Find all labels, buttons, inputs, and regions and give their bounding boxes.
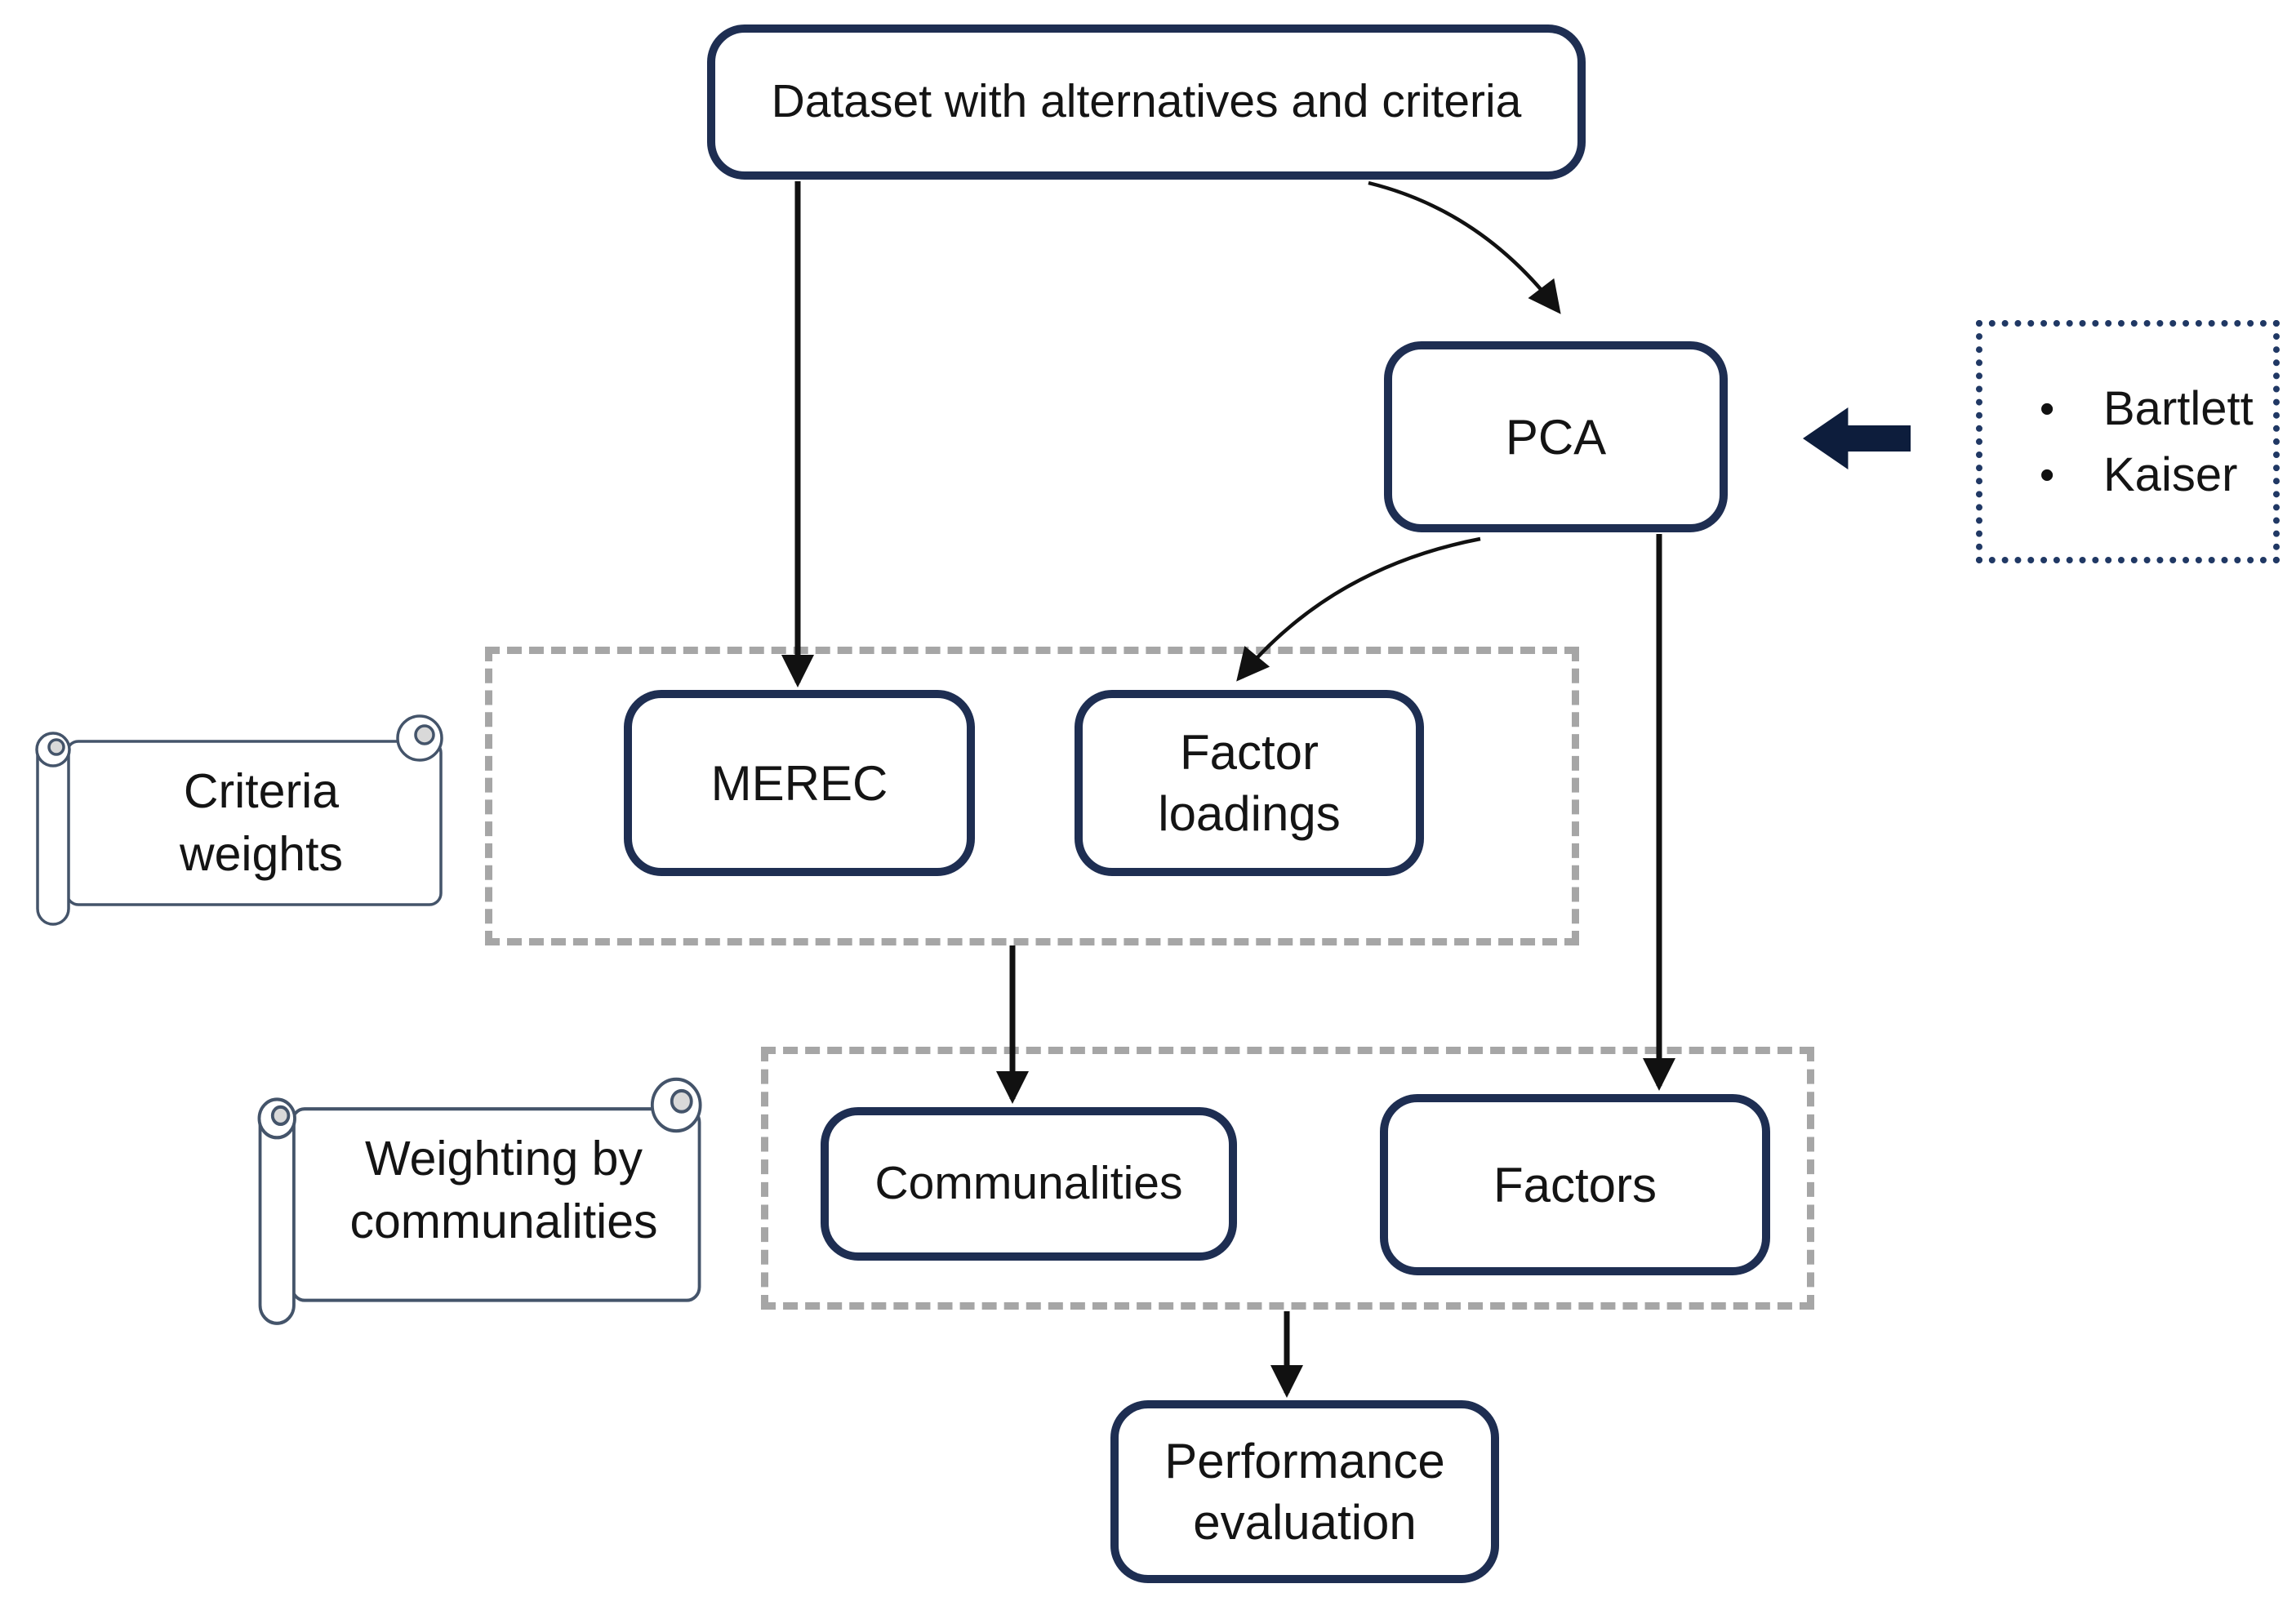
node-merec-label: MEREC	[710, 755, 888, 811]
node-communalities: Communalities	[821, 1107, 1237, 1261]
node-dataset-label: Dataset with alternatives and criteria	[771, 75, 1522, 128]
node-performance-evaluation: Performance evaluation	[1110, 1400, 1499, 1583]
scroll-weighting-by-communalities-label: Weighting by communalities	[349, 1132, 658, 1248]
scroll-shape-icon	[35, 714, 443, 926]
node-performance-evaluation-label: Performance evaluation	[1164, 1434, 1445, 1550]
node-pca: PCA	[1384, 341, 1728, 532]
bullet-item-kaiser-label: Kaiser	[2103, 448, 2238, 501]
node-dataset: Dataset with alternatives and criteria	[707, 24, 1586, 180]
bullet-item-kaiser: • Kaiser	[2033, 447, 2273, 502]
node-factors-label: Factors	[1493, 1157, 1657, 1212]
scroll-weighting-by-communalities: Weighting by communalities	[255, 1074, 704, 1336]
node-factor-loadings-label: Factor loadings	[1158, 725, 1341, 841]
scroll-criteria-weights-label: Criteria weights	[179, 764, 344, 881]
bullet-icon: •	[2040, 451, 2055, 499]
bullet-icon: •	[2040, 385, 2055, 433]
scroll-shape-icon	[257, 1077, 702, 1325]
node-merec: MEREC	[624, 690, 975, 876]
node-communalities-label: Communalities	[874, 1157, 1183, 1210]
scroll-criteria-weights: Criteria weights	[33, 712, 445, 935]
node-factors: Factors	[1380, 1094, 1770, 1275]
left-block-arrow-icon	[1803, 407, 1911, 469]
panel-pca-tests: • Bartlett • Kaiser	[1976, 320, 2280, 563]
group-weighting-stage	[485, 647, 1579, 945]
bullet-item-bartlett-label: Bartlett	[2103, 382, 2254, 435]
node-pca-label: PCA	[1505, 409, 1607, 465]
bullet-item-bartlett: • Bartlett	[2033, 381, 2273, 436]
node-factor-loadings: Factor loadings	[1075, 690, 1424, 876]
arrow-dataset-to-pca	[1368, 180, 1561, 314]
group-aggregation-stage	[761, 1047, 1814, 1310]
